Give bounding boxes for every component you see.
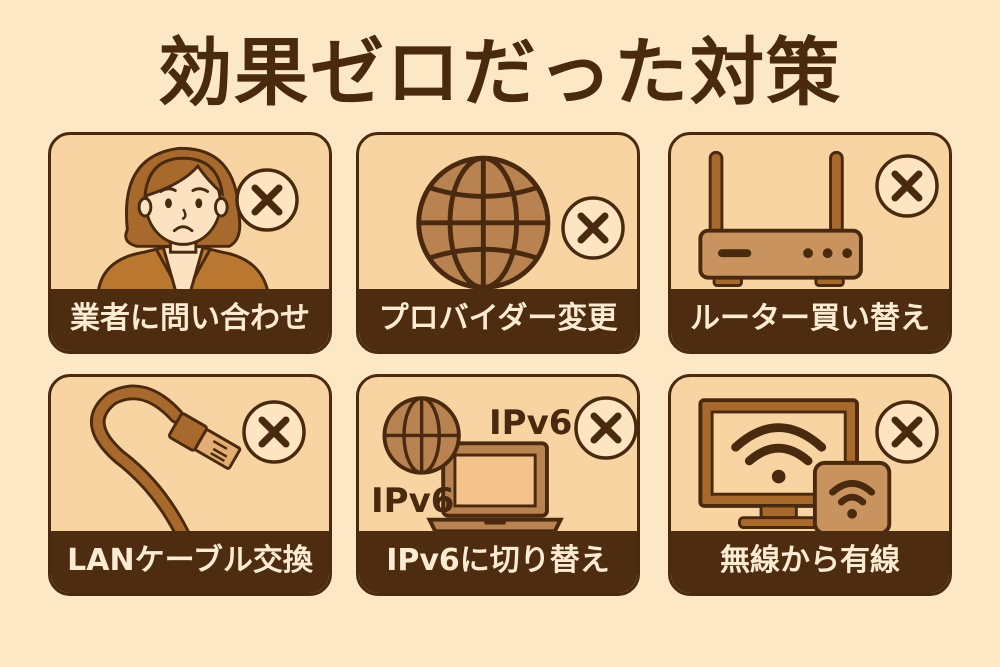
x-mark-icon (875, 400, 939, 464)
x-mark-icon (561, 196, 625, 260)
ipv6-text-left: IPv6 (371, 481, 455, 521)
card-contact-vendor: 業者に問い合わせ (48, 132, 332, 354)
card-label: 無線から有線 (671, 531, 949, 593)
card-wireless-to-wired: 無線から有線 (668, 374, 952, 596)
card-label: プロバイダー変更 (359, 289, 637, 351)
card-label: 業者に問い合わせ (51, 289, 329, 351)
lan-cable-icon (90, 384, 242, 537)
x-mark-icon (574, 396, 637, 460)
card-label: ルーター買い替え (671, 289, 949, 351)
router-icon (698, 150, 863, 287)
ipv6-text-top: IPv6 (489, 403, 573, 443)
card-switch-ipv6: IPv6 IPv6 IPv6に切り替え (356, 374, 640, 596)
page-title: 効果ゼロだった対策 (158, 30, 842, 116)
card-change-provider: プロバイダー変更 (356, 132, 640, 354)
wifi-monitor-icon (698, 398, 892, 536)
card-replace-lan-cable: LANケーブル交換 (48, 374, 332, 596)
x-mark-icon (235, 168, 299, 232)
worried-woman-icon (96, 146, 271, 295)
x-mark-icon (242, 400, 306, 464)
globe-icon (416, 155, 551, 290)
card-label: LANケーブル交換 (51, 531, 329, 593)
ipv6-laptop-icon (382, 396, 564, 534)
x-mark-icon (875, 154, 939, 218)
card-replace-router: ルーター買い替え (668, 132, 952, 354)
card-label: IPv6に切り替え (359, 531, 637, 593)
